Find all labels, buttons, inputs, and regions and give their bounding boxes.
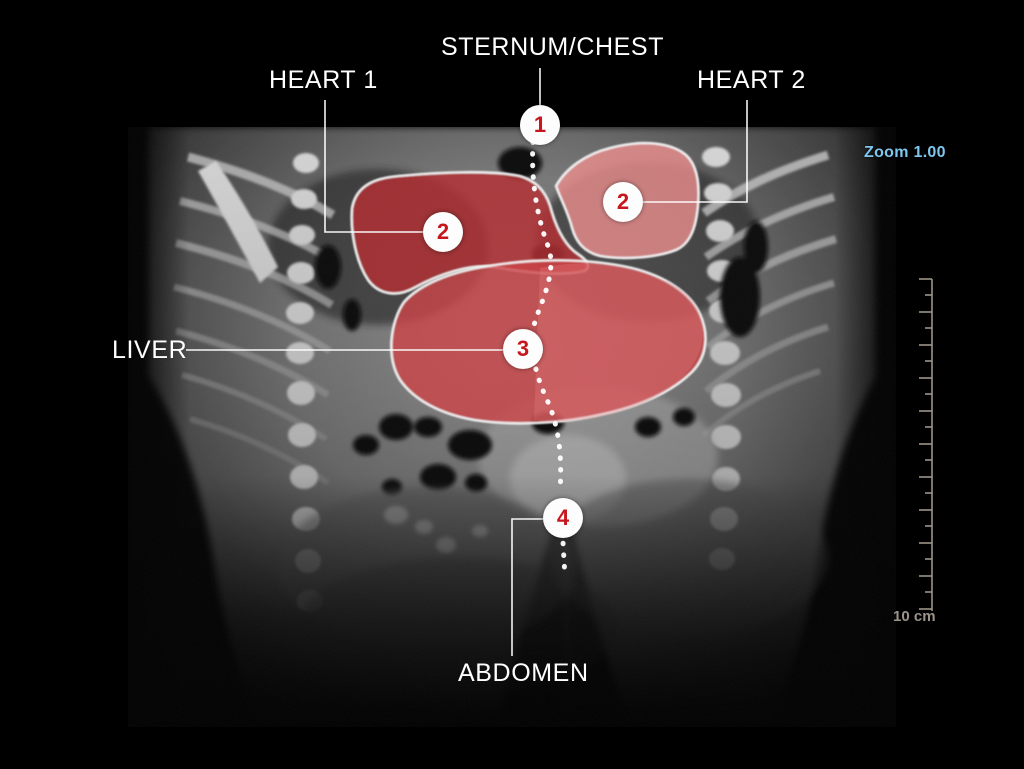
ct-image-canvas [128,127,896,727]
ct-image[interactable] [128,127,896,727]
scale-ruler-ticks [919,278,933,611]
marker-badge-2-heart2[interactable]: 2 [603,182,643,222]
marker-badge-3-liver[interactable]: 3 [503,329,543,369]
label-abdomen: ABDOMEN [458,659,589,687]
label-sternum-chest: STERNUM/CHEST [441,33,665,61]
zoom-level-readout: Zoom 1.00 [864,144,946,161]
label-heart-1: HEART 1 [269,66,378,94]
marker-badge-4-abdomen[interactable]: 4 [543,498,583,538]
scale-ruler [900,275,960,615]
scale-bar-caption: 10 cm [893,608,936,625]
label-heart-2: HEART 2 [697,66,806,94]
marker-badge-1[interactable]: 1 [520,105,560,145]
marker-badge-2-heart1[interactable]: 2 [423,212,463,252]
label-liver: LIVER [112,336,188,364]
